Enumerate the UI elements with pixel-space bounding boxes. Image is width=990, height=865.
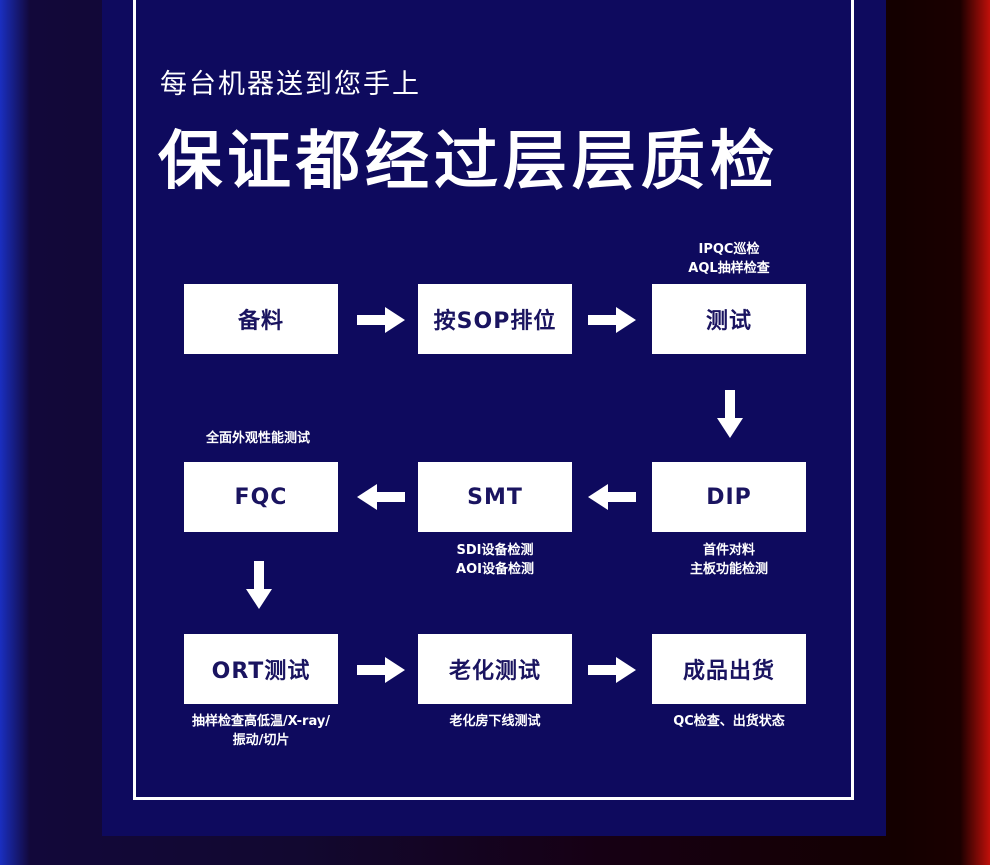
arrow-right-icon	[588, 657, 636, 683]
white-frame	[133, 0, 854, 800]
step-dip: DIP	[652, 462, 806, 532]
step-test: 测试	[652, 284, 806, 354]
note-aging: 老化房下线测试	[449, 714, 541, 729]
step-sop: 按SOP排位	[418, 284, 572, 354]
arrow-right-icon	[357, 657, 405, 683]
arrow-right-icon	[588, 307, 636, 333]
note-fqc: 全面外观性能测试	[205, 431, 310, 446]
step-smt: SMT	[418, 462, 572, 532]
note-ort: 抽样检查高低温/X-ray/振动/切片	[191, 714, 331, 748]
step-prep: 备料	[184, 284, 338, 354]
step-fqc: FQC	[184, 462, 338, 532]
subtitle: 每台机器送到您手上	[160, 69, 421, 100]
arrow-right-icon	[357, 307, 405, 333]
arrow-down-icon	[246, 561, 272, 609]
page-title: 保证都经过层层质检	[158, 125, 779, 199]
note-shipping: QC检查、出货状态	[673, 714, 785, 729]
note-dip: 首件对料主板功能检测	[689, 543, 768, 577]
step-shipping: 成品出货	[652, 634, 806, 704]
arrow-down-icon	[717, 390, 743, 438]
arrow-left-icon	[357, 484, 405, 510]
arrow-left-icon	[588, 484, 636, 510]
step-ort: ORT测试	[184, 634, 338, 704]
step-aging: 老化测试	[418, 634, 572, 704]
